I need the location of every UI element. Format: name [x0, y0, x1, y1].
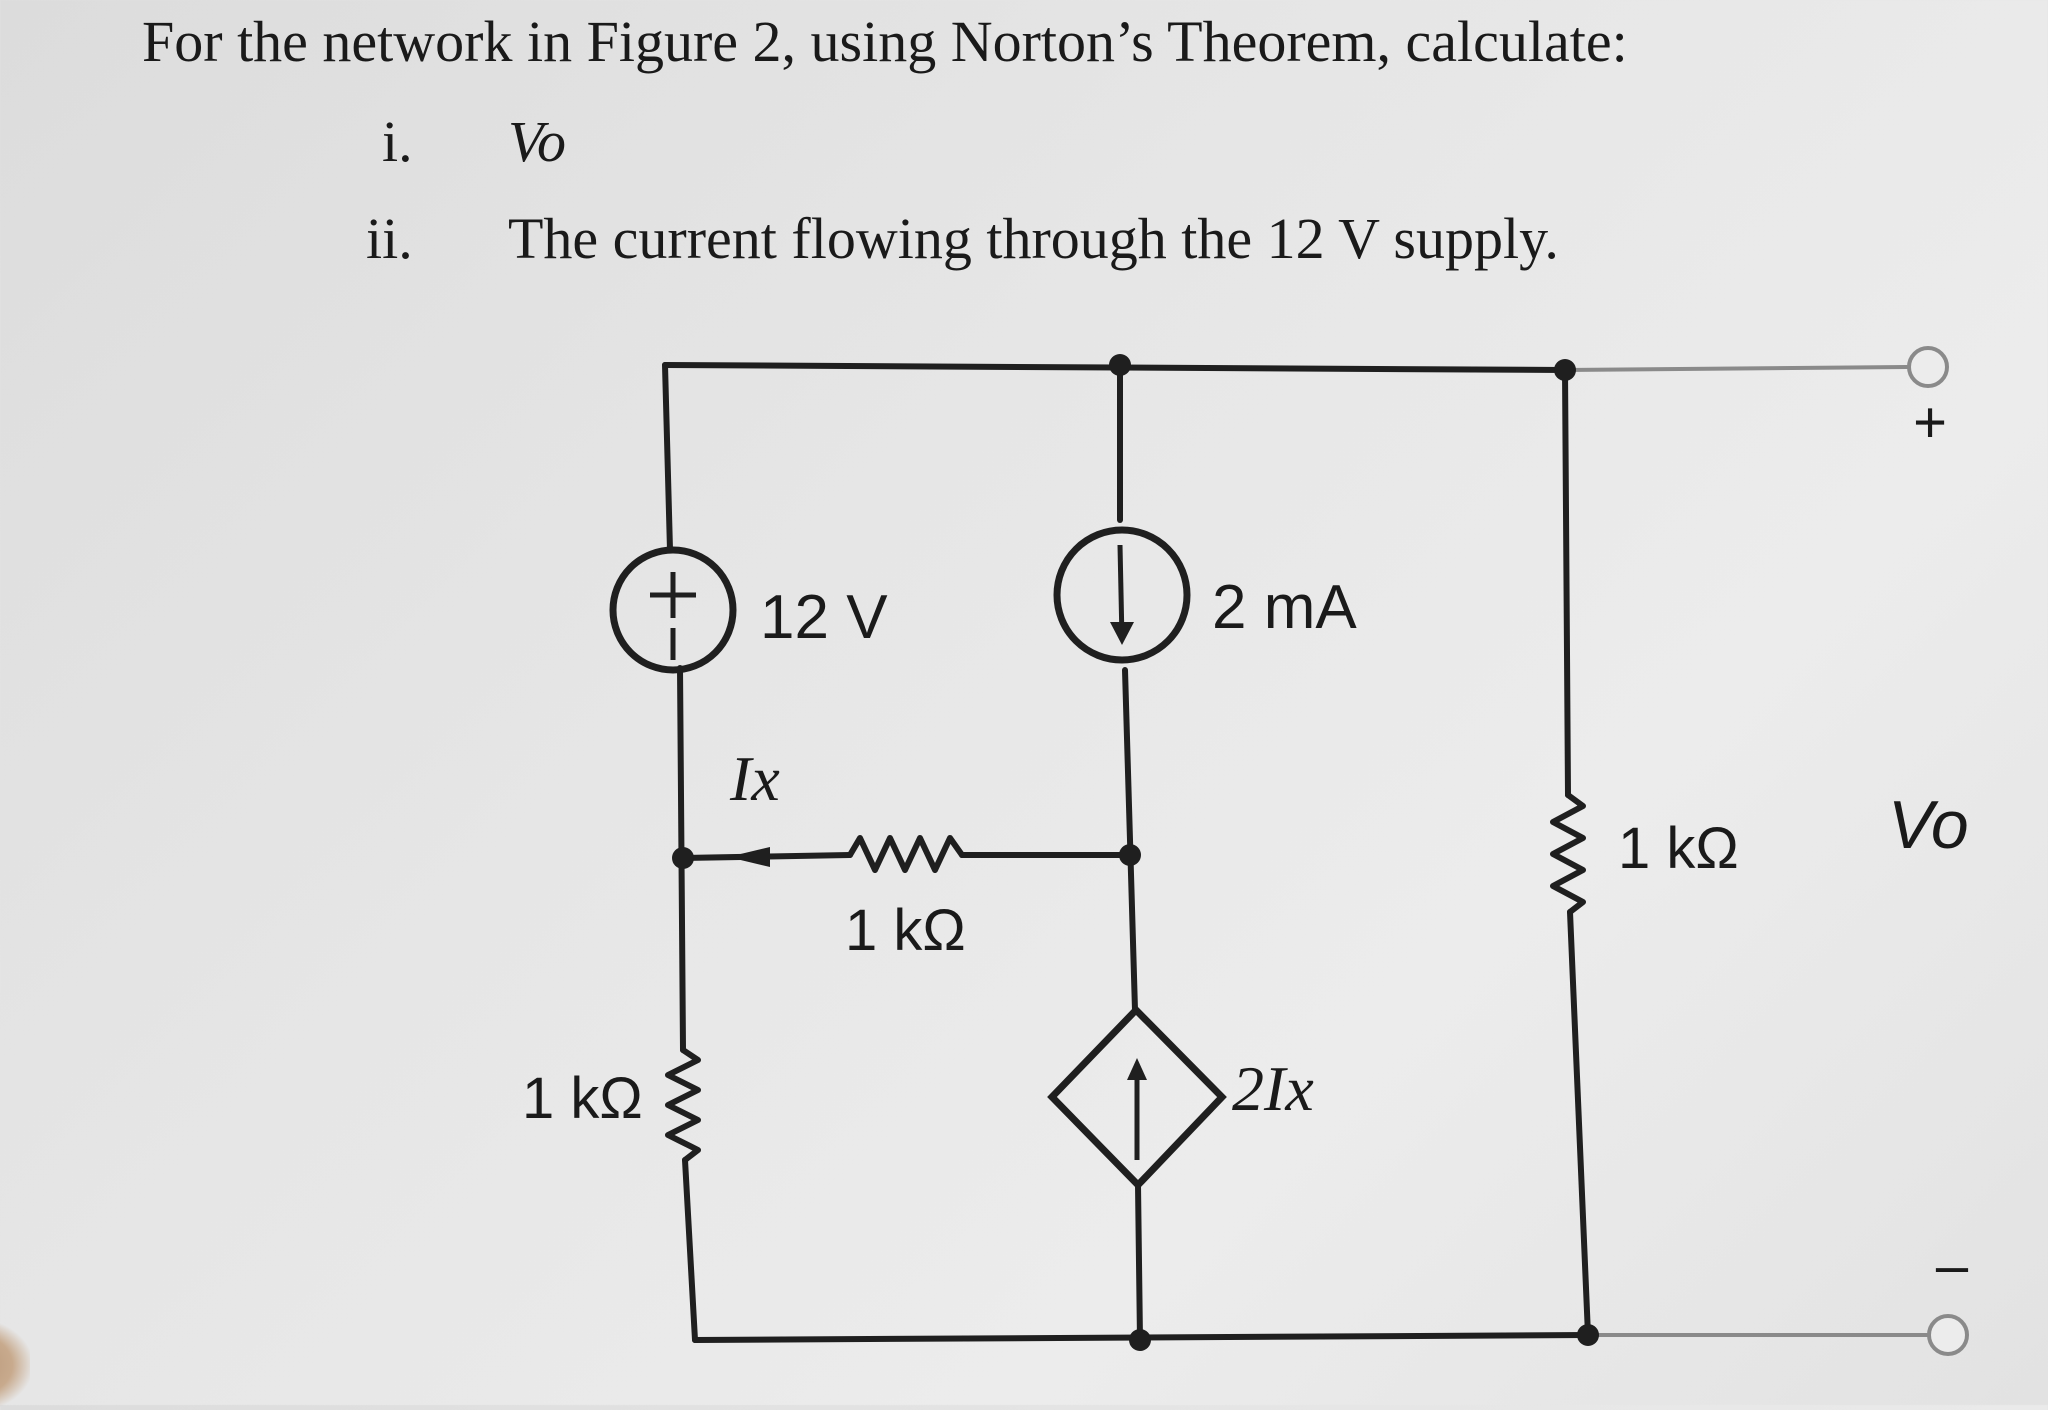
photo-edge-shadow: [0, 1320, 30, 1410]
left-resistor-label: 1 kΩ: [522, 1066, 643, 1131]
ix-label: Ix: [729, 743, 780, 814]
right-wire-bottom: [1567, 909, 1591, 1338]
dependent-source-icon: [1047, 1004, 1227, 1191]
output-lead-top: [1564, 365, 1911, 372]
middle-resistor: [847, 835, 965, 873]
ix-arrow-icon: [728, 847, 770, 867]
left-resistor: [665, 1047, 701, 1163]
right-wire-top: [1562, 367, 1571, 798]
output-terminal-bottom: [1927, 1314, 1969, 1356]
output-plus: +: [1913, 390, 1947, 455]
item-i-text: Vo: [508, 109, 566, 174]
output-voltage-label: Vo: [1888, 787, 1969, 863]
question-intro: For the network in Figure 2, using Norto…: [142, 9, 1628, 74]
current-source-icon: [1053, 526, 1191, 664]
item-i-marker: i.: [382, 109, 413, 174]
output-terminal-top: [1907, 346, 1949, 388]
left-wire-bottom: [682, 1157, 698, 1343]
right-resistor: [1550, 792, 1586, 915]
item-ii-marker: ii.: [366, 206, 413, 271]
middle-resistor-label: 1 kΩ: [845, 898, 966, 963]
voltage-source-label: 12 V: [760, 583, 888, 652]
item-ii-text: The current flowing through the 12 V sup…: [508, 206, 1559, 271]
mid-wire-bottom: [1135, 1182, 1143, 1343]
dependent-source-label: 2Ix: [1232, 1053, 1314, 1124]
mid-wire-mid: [1122, 667, 1138, 1013]
current-source-label: 2 mA: [1212, 573, 1357, 642]
left-wire-top: [662, 362, 673, 553]
voltage-source-icon: [609, 546, 737, 674]
right-resistor-label: 1 kΩ: [1618, 816, 1739, 881]
output-minus: –: [1936, 1233, 1969, 1298]
